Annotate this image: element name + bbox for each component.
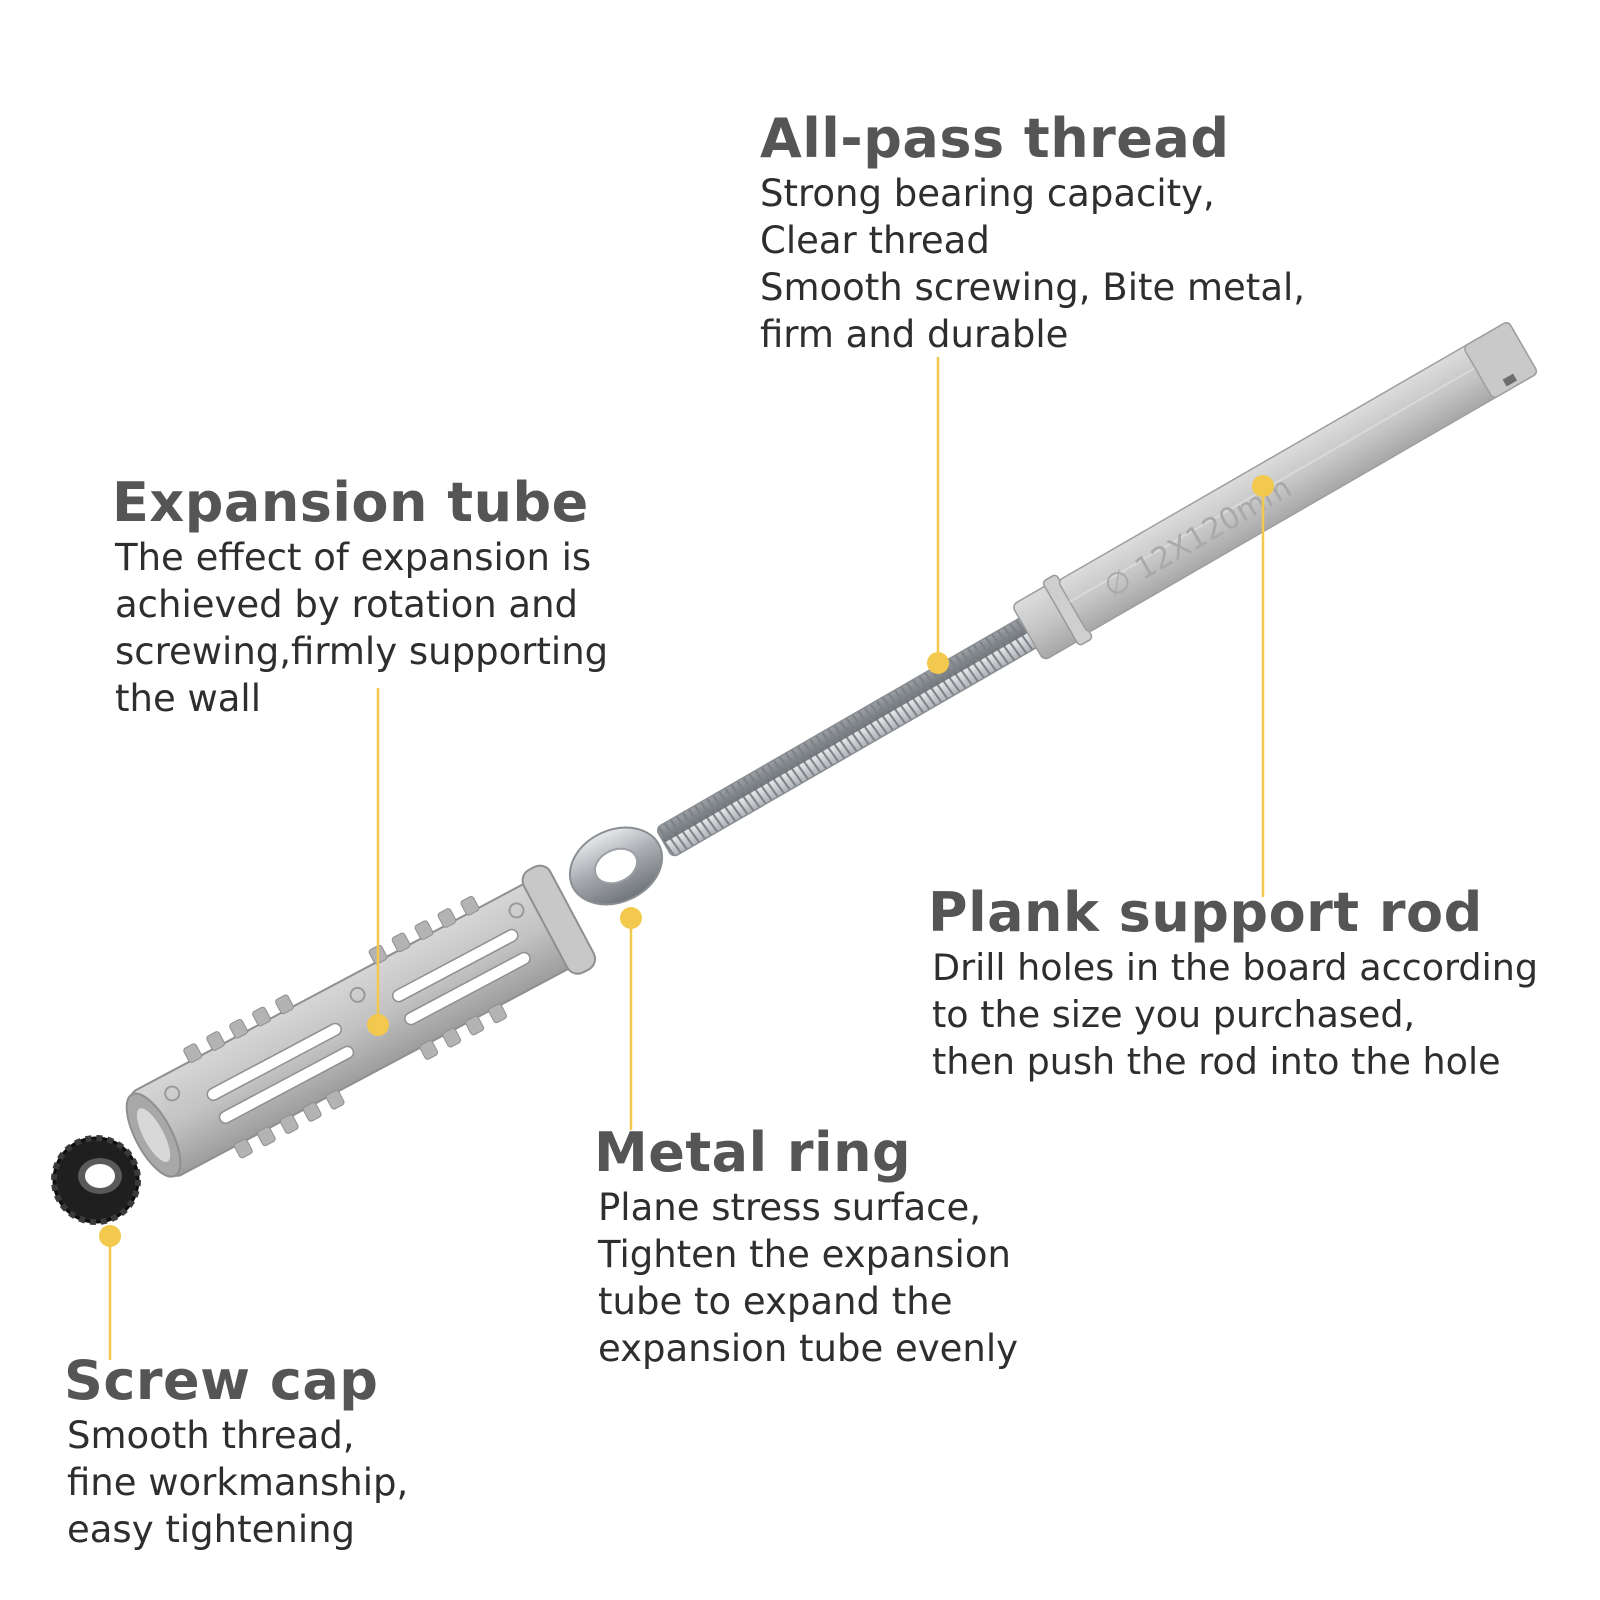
callout-screw-cap: Screw cap Smooth thread, fine workmanshi… xyxy=(64,1350,408,1553)
callout-description: Strong bearing capacity, Clear thread Sm… xyxy=(760,172,1306,356)
rod-body xyxy=(1058,322,1538,632)
callout-title: Expansion tube xyxy=(112,471,589,534)
callout-plank-support-rod: Plank support rod Drill holes in the boa… xyxy=(928,882,1538,1085)
callout-description: The effect of expansion is achieved by r… xyxy=(115,536,609,720)
dot-rod xyxy=(1252,475,1274,497)
callout-description: Plane stress surface, Tighten the expans… xyxy=(598,1186,1019,1370)
callout-all-pass-thread: All-pass thread Strong bearing capacity,… xyxy=(760,108,1305,358)
callout-description: Drill holes in the board according to th… xyxy=(932,946,1539,1083)
callout-metal-ring: Metal ring Plane stress surface, Tighten… xyxy=(594,1122,1018,1372)
callout-title: Metal ring xyxy=(594,1121,912,1184)
callout-title: Plank support rod xyxy=(928,881,1483,944)
dot-ring xyxy=(620,907,642,929)
metal-ring xyxy=(568,826,664,906)
callout-expansion-tube: Expansion tube The effect of expansion i… xyxy=(112,472,608,722)
screw-cap xyxy=(51,1135,141,1225)
leader-lines xyxy=(108,357,1265,1360)
threaded-shaft xyxy=(656,617,1040,857)
dot-cap xyxy=(99,1225,121,1247)
callout-title: All-pass thread xyxy=(760,107,1230,170)
tube-slots xyxy=(206,928,531,1124)
callout-description: Smooth thread, fine workmanship, easy ti… xyxy=(67,1414,409,1551)
expansion-tube xyxy=(125,864,597,1178)
dot-tube xyxy=(367,1014,389,1036)
callout-title: Screw cap xyxy=(64,1349,379,1412)
plank-support-rod: ∅ 12X120mm xyxy=(656,322,1538,857)
leader-dots xyxy=(99,475,1274,1247)
dot-thread xyxy=(927,652,949,674)
